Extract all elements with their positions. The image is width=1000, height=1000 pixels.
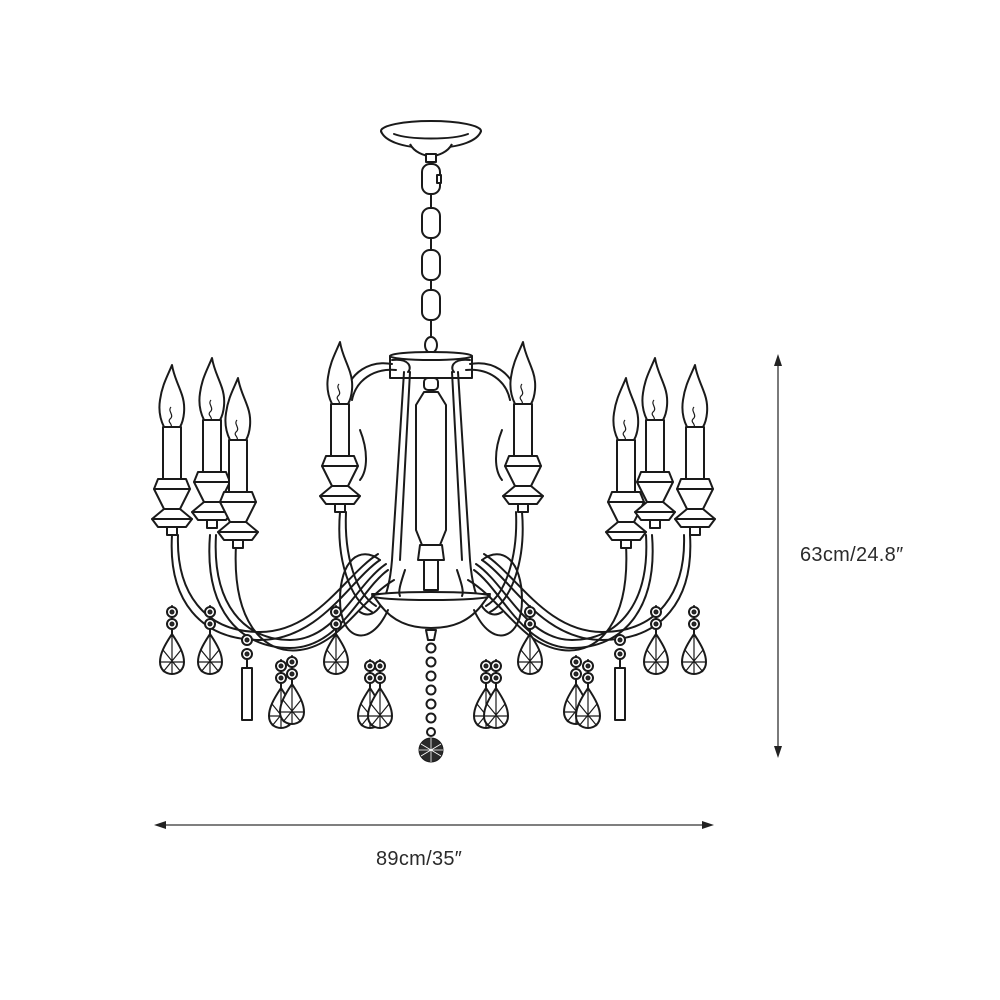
width-dimension-arrow bbox=[154, 821, 714, 829]
height-dimension-arrow bbox=[774, 354, 782, 758]
width-dimension-label: 89cm/35″ bbox=[376, 848, 463, 870]
height-dimension-label: 63cm/24.8″ bbox=[800, 544, 904, 566]
center-column bbox=[415, 377, 447, 591]
bottom-bead-chain bbox=[418, 629, 444, 763]
ceiling-canopy bbox=[380, 120, 482, 163]
top-hub bbox=[389, 351, 473, 379]
suspension-chain bbox=[421, 163, 442, 354]
